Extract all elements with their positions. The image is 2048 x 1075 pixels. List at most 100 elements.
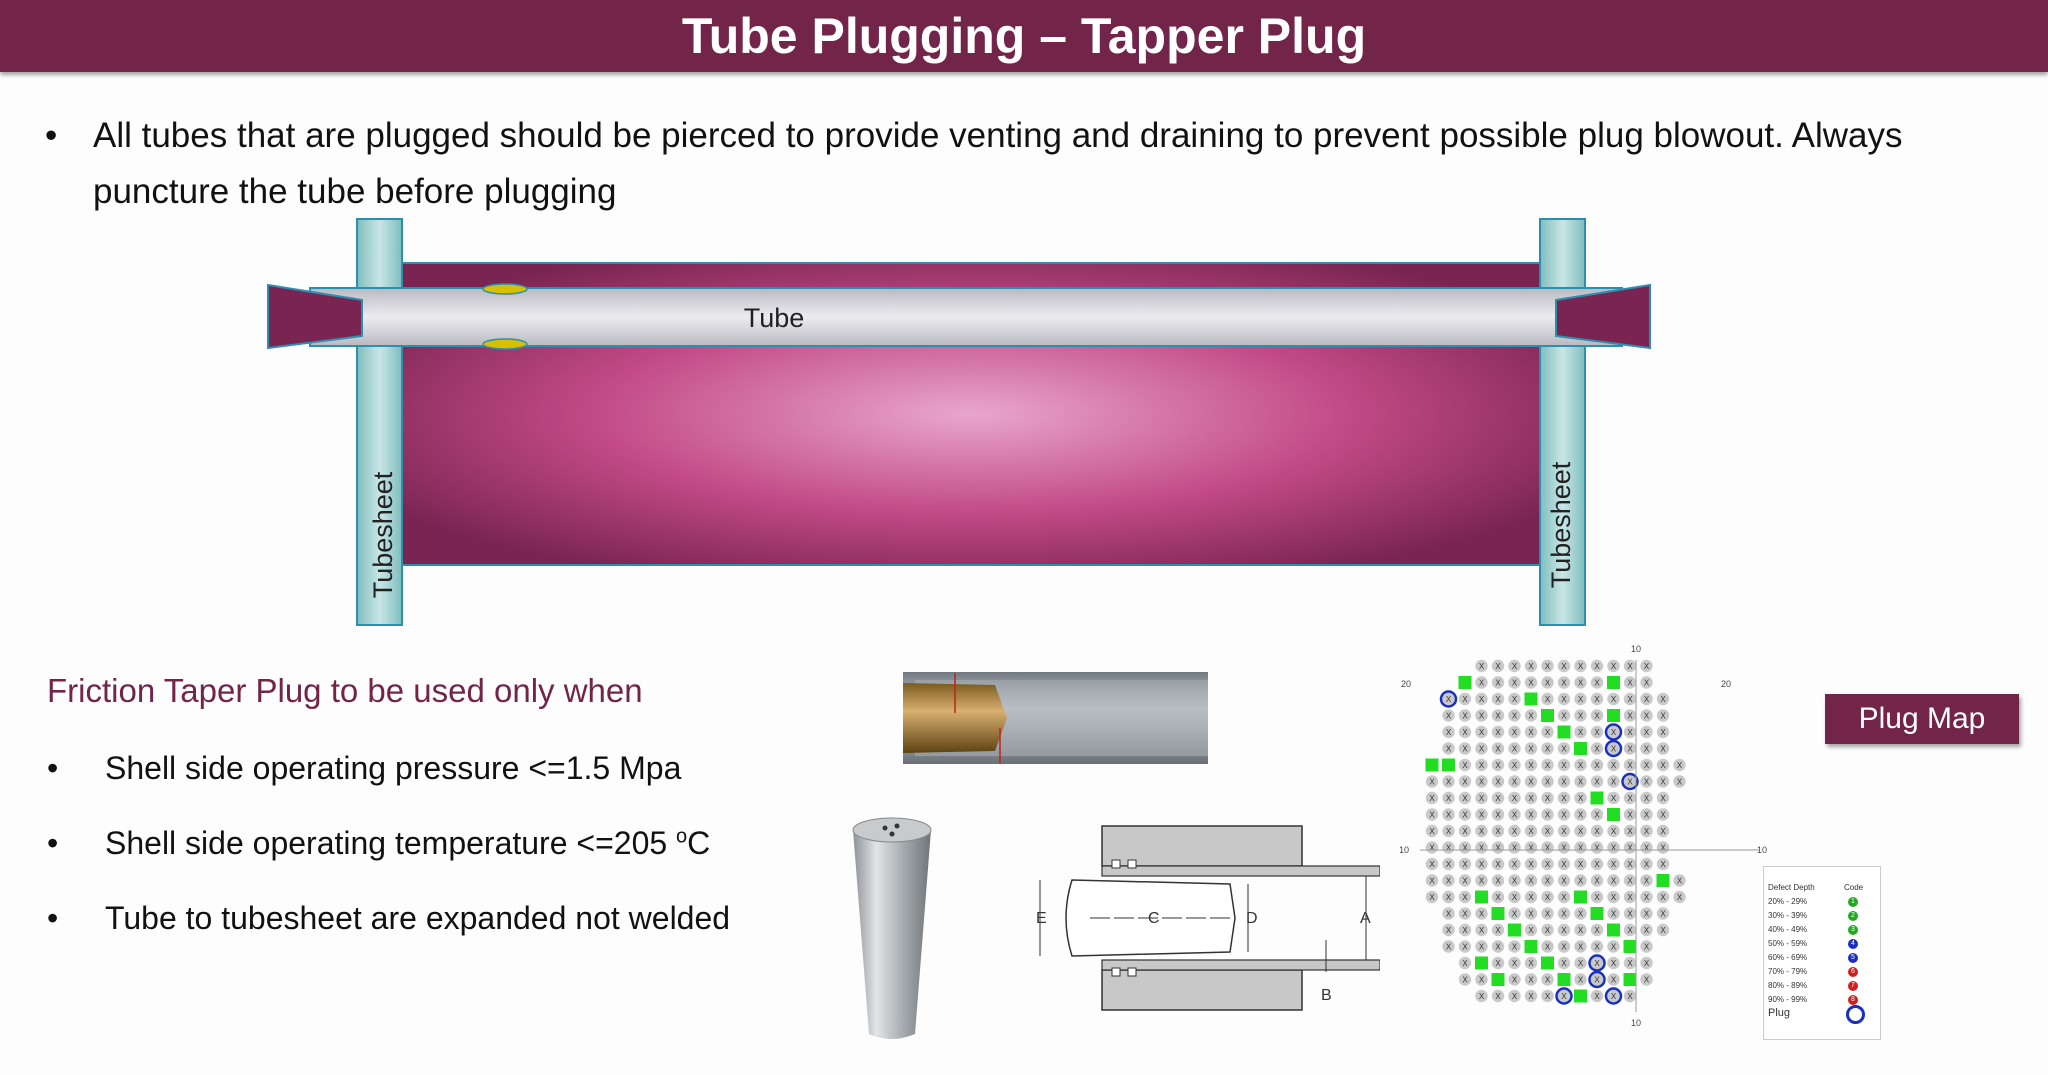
- tube-plug-marker: [1604, 739, 1623, 758]
- tube-cell-mark: X: [1545, 976, 1551, 985]
- tube-cell: [1590, 725, 1604, 739]
- tube-cell: [1442, 692, 1455, 706]
- tube-cell-mark: X: [1561, 943, 1567, 952]
- tube-cell: [1541, 659, 1554, 673]
- tube-cell-mark: X: [1495, 943, 1501, 952]
- axis-label-right-mid: 10: [1757, 845, 1767, 855]
- tube-cell-mark: X: [1660, 778, 1666, 787]
- tube-cell: [1508, 725, 1521, 739]
- tube-cell-mark: X: [1446, 695, 1452, 704]
- tube-cell-mark: X: [1627, 662, 1633, 671]
- tube-cell-mark: X: [1594, 844, 1600, 853]
- tube-cell-mark: X: [1479, 877, 1485, 886]
- tube-cell: [1541, 758, 1554, 772]
- legend-row-label: 90% - 99%: [1768, 995, 1808, 1004]
- tube-cell-mark: X: [1627, 728, 1633, 737]
- tube-cell: [1623, 874, 1637, 887]
- tube-cell: [1491, 874, 1505, 887]
- tube-cell: [1574, 775, 1587, 788]
- legend-row: 30% - 39%2: [1768, 911, 1876, 923]
- tube-cell-mark: X: [1644, 662, 1650, 671]
- tube-cell: [1623, 709, 1637, 722]
- tube-cell-mark: X: [1561, 827, 1567, 836]
- tube-cell: [1491, 923, 1505, 937]
- tube-cell: [1656, 824, 1670, 838]
- tube-cell: [1508, 676, 1521, 689]
- tube-cell: [1623, 659, 1637, 673]
- tube-cell: [1475, 824, 1488, 838]
- tube-cell-mark: X: [1594, 745, 1600, 754]
- tube-cell-mark: X: [1561, 811, 1567, 820]
- tube-cell-mark: X: [1512, 992, 1518, 1001]
- right-tubesheet-label: Tubesheet: [1546, 461, 1576, 588]
- tube-cell: [1607, 989, 1620, 1003]
- tube-plug-marker: [1588, 954, 1606, 972]
- tube-cell-mark: X: [1462, 695, 1468, 704]
- tube-cell-mark: X: [1644, 778, 1650, 787]
- tube-cell: [1590, 956, 1604, 970]
- tube-cell-mark: X: [1528, 910, 1534, 919]
- tube-cell: [1656, 857, 1670, 871]
- tube-cell: [1541, 973, 1554, 986]
- tube-cell-mark: X: [1528, 992, 1534, 1001]
- tube-cell-mark: X: [1578, 728, 1584, 737]
- tube-cell: [1623, 808, 1637, 821]
- tube-cell-mark: X: [1495, 844, 1501, 853]
- tube-cell-mark: X: [1611, 992, 1617, 1001]
- tube-cell: [1656, 923, 1670, 937]
- tube-cell: [1607, 692, 1620, 706]
- tube-cell: [1508, 808, 1521, 821]
- tube-cell-mark: X: [1611, 844, 1617, 853]
- tube-cell: [1640, 659, 1653, 673]
- tube-cell: [1475, 923, 1488, 937]
- tube-cell-mark: X: [1545, 860, 1551, 869]
- tube-cell-mark: X: [1462, 712, 1468, 721]
- tube-cell-mark: X: [1594, 811, 1600, 820]
- tube-cell-mark: X: [1512, 943, 1518, 952]
- tube-cell-mark: X: [1644, 860, 1650, 869]
- plug-map-button[interactable]: Plug Map: [1825, 694, 2019, 744]
- tube-cell: [1442, 841, 1455, 854]
- tube-cell-mark: X: [1611, 893, 1617, 902]
- tube-cell-mark: X: [1627, 959, 1633, 968]
- tube-cell-mark: X: [1512, 679, 1518, 688]
- tube-cell-mark: X: [1479, 992, 1485, 1001]
- tube-cell: [1640, 956, 1653, 970]
- tube-cell-defect: [1524, 692, 1538, 706]
- tube-cell: [1475, 907, 1488, 920]
- tube-cell: [1425, 775, 1439, 788]
- tube-cell-mark: X: [1528, 976, 1534, 985]
- tube-cell-mark: X: [1462, 860, 1468, 869]
- tube-cell-mark: X: [1644, 827, 1650, 836]
- tube-cell: [1524, 923, 1538, 937]
- tube-cell-mark: X: [1644, 893, 1650, 902]
- left-taper-plug: [267, 283, 363, 350]
- tube-cell-mark: X: [1611, 860, 1617, 869]
- tube-cell: [1557, 659, 1571, 673]
- tube-cell-mark: X: [1462, 827, 1468, 836]
- tube-cell: [1607, 874, 1620, 887]
- tube-cell-mark: X: [1660, 695, 1666, 704]
- tube-cell-defect: [1475, 890, 1488, 904]
- tube-cell: [1425, 841, 1439, 854]
- tube-cell-mark: X: [1644, 959, 1650, 968]
- tube-cell-mark: X: [1578, 811, 1584, 820]
- tube-cell: [1590, 742, 1604, 755]
- tube-cell-mark: X: [1462, 926, 1468, 935]
- tube-cell: [1524, 659, 1538, 673]
- tube-cell: [1491, 791, 1505, 805]
- tube-cell: [1557, 989, 1571, 1003]
- tube-cell-mark: X: [1528, 926, 1534, 935]
- tube-cell: [1475, 725, 1488, 739]
- tube-cell: [1557, 742, 1571, 755]
- tube-cell-mark: X: [1561, 761, 1567, 770]
- tube-cell: [1425, 874, 1439, 887]
- tube-cell: [1574, 676, 1587, 689]
- tube-cell: [1541, 923, 1554, 937]
- tube-cell: [1656, 742, 1670, 755]
- condition-text-wrap: Shell side operating temperature <=205 o…: [105, 825, 710, 862]
- tube-cell-defect: [1607, 923, 1620, 937]
- tube-cell: [1590, 659, 1604, 673]
- plug-in-tube-image: [903, 672, 1208, 764]
